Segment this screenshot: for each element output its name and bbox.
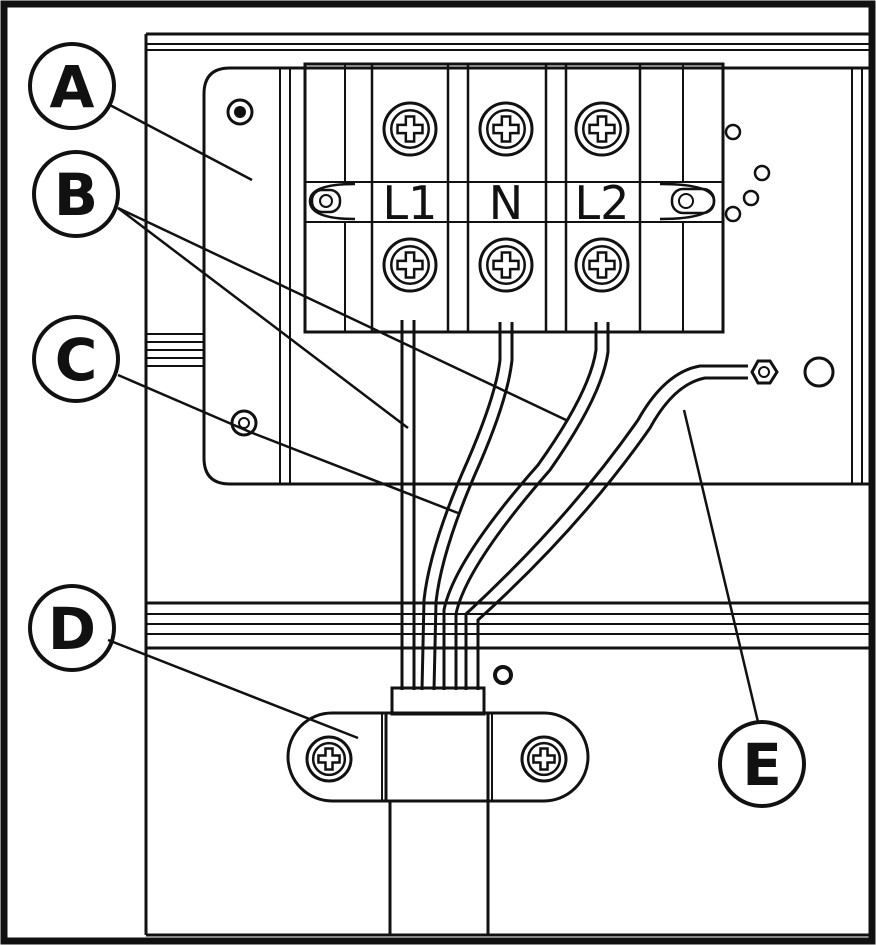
clamp-screw-left xyxy=(305,735,353,783)
terminal-screw-top-3 xyxy=(574,101,630,157)
callout-b: B xyxy=(32,150,120,238)
callout-e-letter: E xyxy=(742,731,782,799)
callout-b-letter: B xyxy=(54,161,98,229)
power-cord xyxy=(388,801,490,935)
small-hole xyxy=(493,665,513,685)
small-hole xyxy=(753,164,771,182)
cover-plate xyxy=(202,66,872,486)
left-grooves xyxy=(146,333,204,367)
wire-l2 xyxy=(442,322,610,690)
callout-a-letter: A xyxy=(50,53,95,121)
callout-c: C xyxy=(32,315,120,403)
inner-panel xyxy=(144,32,872,937)
small-hole xyxy=(724,205,742,223)
terminal-block xyxy=(303,62,725,334)
leader-c-2 xyxy=(249,430,459,515)
round-hole xyxy=(803,356,835,388)
terminal-label-l1: L1 xyxy=(383,176,438,230)
horizontal-rail xyxy=(146,601,872,650)
wire-n xyxy=(420,322,514,691)
leader-d xyxy=(107,638,359,740)
callout-d: D xyxy=(28,584,116,672)
terminal-screw-top-2 xyxy=(478,101,534,157)
terminal-screw-bottom-3 xyxy=(574,237,630,293)
clamp-screws xyxy=(305,735,568,783)
block-mount-left xyxy=(308,182,356,221)
leader-b-2 xyxy=(117,206,567,422)
terminal-screw-bottom-1 xyxy=(382,237,438,293)
small-hole xyxy=(742,189,760,207)
leader-lines xyxy=(107,102,760,740)
terminal-label-l2: L2 xyxy=(575,176,630,230)
callout-d-letter: D xyxy=(48,595,96,663)
callout-a: A xyxy=(28,42,116,130)
leader-a xyxy=(107,102,253,182)
ground-nut xyxy=(750,359,779,385)
cord-clamp xyxy=(286,711,590,803)
block-mount-right xyxy=(659,182,716,221)
ground-wire xyxy=(464,359,779,690)
callout-e: E xyxy=(718,720,806,808)
small-hole xyxy=(724,123,742,141)
terminal-label-n: N xyxy=(489,176,523,230)
leader-b-1 xyxy=(117,207,409,429)
plate-hole-top xyxy=(226,98,254,126)
callout-c-letter: C xyxy=(55,326,98,394)
leader-e xyxy=(682,409,760,723)
wire-l1 xyxy=(400,320,416,690)
clamp-screw-right xyxy=(520,735,568,783)
terminal-screw-top-1 xyxy=(382,101,438,157)
leader-c-1 xyxy=(117,373,251,434)
terminal-screws xyxy=(382,101,630,293)
terminal-screw-bottom-2 xyxy=(478,237,534,293)
